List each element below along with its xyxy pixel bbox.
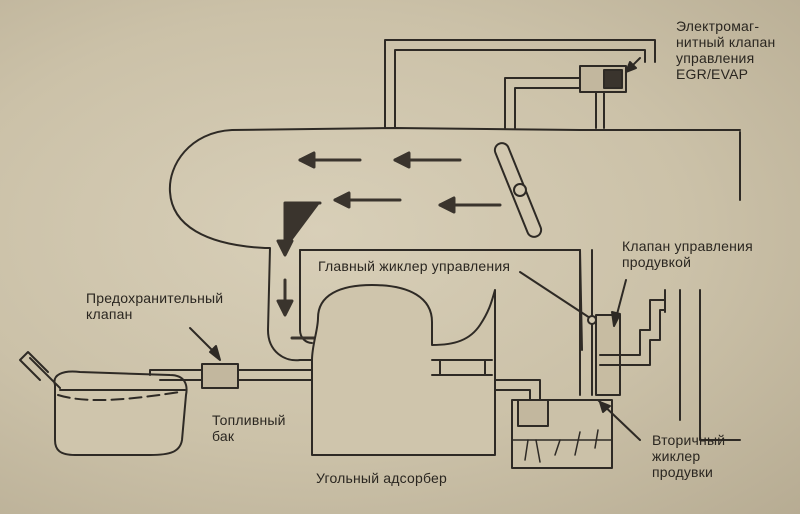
intake-manifold: [168, 127, 741, 362]
charcoal-canister: [311, 284, 496, 456]
main-jet-pointer: [519, 271, 591, 319]
vacuum-hose-top: [384, 39, 656, 129]
canister-port: [431, 359, 493, 376]
throttle-plate: [493, 142, 543, 238]
vapor-line-tank: [149, 369, 313, 381]
label-charcoal-canister: Угольный адсорбер: [316, 470, 448, 486]
fuel-tank: [19, 351, 188, 456]
purge-line: [494, 379, 541, 401]
label-secondary-jet: Вторичный жиклер продувки: [652, 432, 726, 480]
main-jet: [587, 315, 597, 325]
label-purge-control-valve: Клапан управления продувкой: [622, 238, 753, 270]
secondary-jet-box: [511, 399, 641, 469]
vacuum-hose-side: [504, 77, 581, 129]
label-safety-valve: Предохранительный клапан: [86, 290, 224, 322]
purge-control-valve: [579, 249, 681, 421]
outlet-line: [699, 289, 741, 441]
egr-evap-solenoid: [579, 57, 641, 129]
safety-valve: [189, 327, 239, 389]
label-main-jet: Главный жиклер управления: [318, 258, 511, 274]
label-egr-evap-valve: Электромаг- нитный клапан управления EGR…: [676, 18, 776, 82]
label-fuel-tank: Топливный бак: [212, 412, 286, 444]
